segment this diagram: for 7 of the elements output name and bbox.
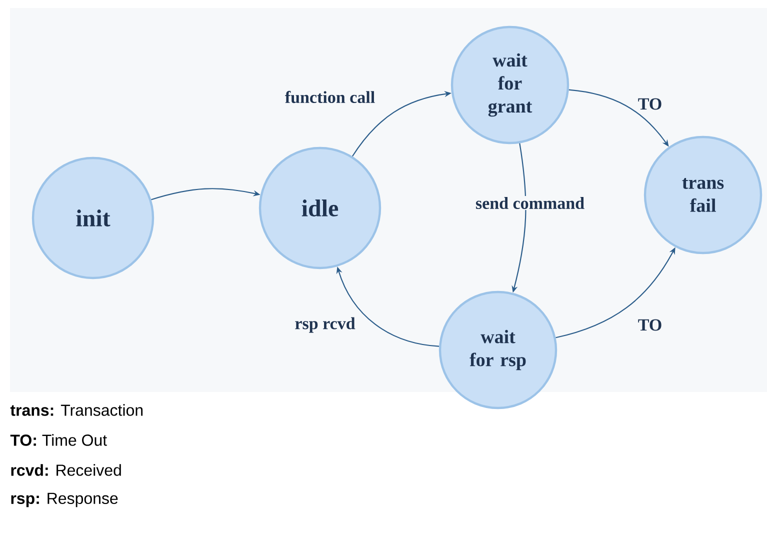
legend-entry: rcvd: Received — [11, 464, 121, 476]
edge-label: rsp rcvd — [294, 316, 356, 334]
edge-label: function call — [284, 90, 376, 104]
edge-label: send command — [474, 196, 586, 210]
legend-entry: rsp: Response — [11, 492, 118, 508]
legend-entry: trans: Transaction — [10, 404, 143, 416]
legend-entry: TO: Time Out — [10, 434, 107, 446]
